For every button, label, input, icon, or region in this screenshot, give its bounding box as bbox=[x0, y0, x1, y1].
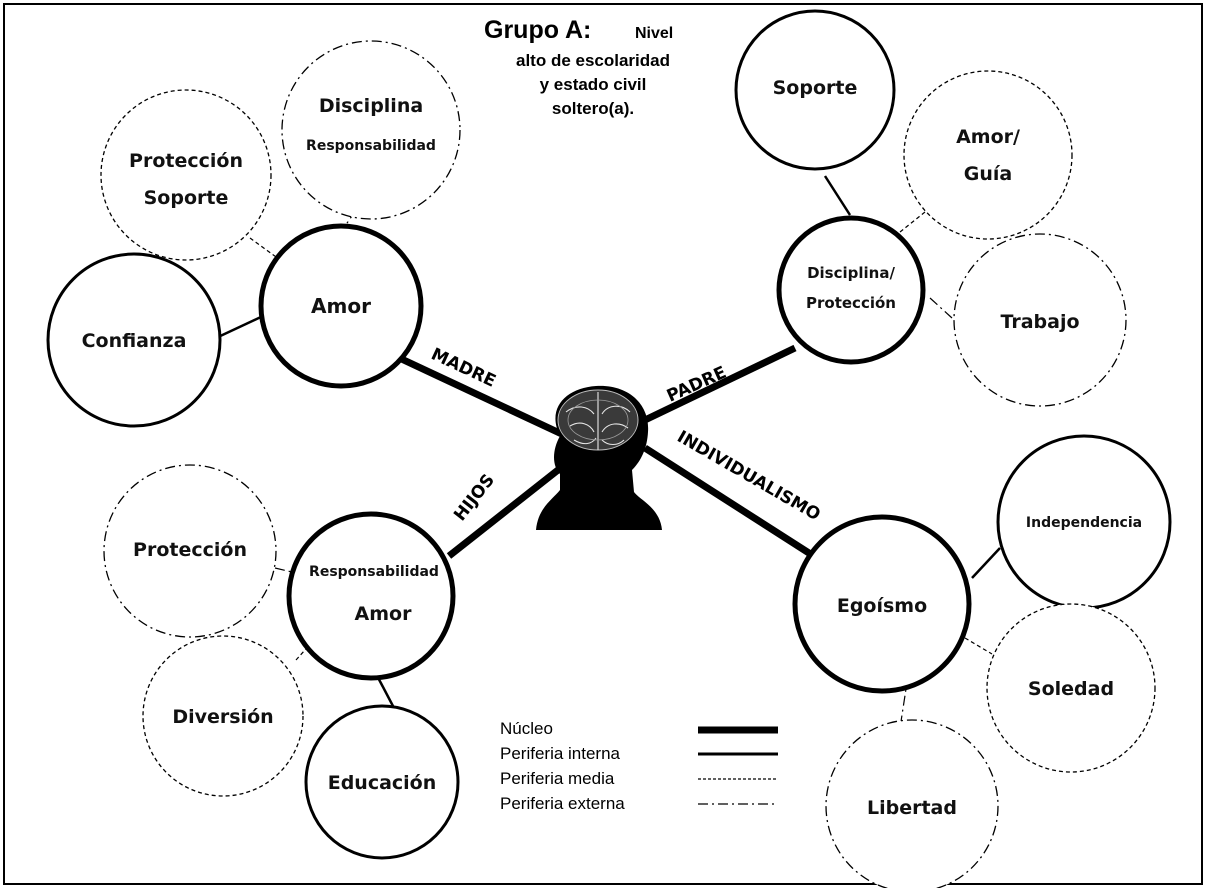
diagram-title: Grupo A: Nivel alto de escolaridad y est… bbox=[484, 16, 673, 118]
svg-text:Libertad: Libertad bbox=[867, 797, 957, 819]
svg-text:Egoísmo: Egoísmo bbox=[837, 595, 927, 617]
edge-madre bbox=[391, 351, 568, 440]
legend-label-media: Periferia media bbox=[500, 769, 615, 788]
svg-text:Soporte: Soporte bbox=[773, 77, 858, 99]
link-egoismo-soledad bbox=[964, 637, 993, 655]
svg-text:Disciplina/: Disciplina/ bbox=[807, 264, 895, 282]
svg-text:Protección: Protección bbox=[806, 294, 896, 312]
svg-text:Guía: Guía bbox=[964, 163, 1012, 185]
svg-text:Soporte: Soporte bbox=[144, 187, 229, 209]
svg-text:Trabajo: Trabajo bbox=[1000, 311, 1079, 333]
edge-padre bbox=[643, 344, 797, 424]
node-ind-independencia: Independencia bbox=[996, 434, 1172, 610]
svg-text:Soledad: Soledad bbox=[1028, 678, 1114, 700]
node-padre-amor: Amor/ Guía bbox=[903, 70, 1073, 240]
edge-individualismo bbox=[643, 445, 825, 565]
svg-text:Confianza: Confianza bbox=[82, 330, 187, 352]
node-madre-amor: Amor bbox=[258, 223, 424, 389]
svg-text:Amor: Amor bbox=[311, 294, 371, 318]
node-madre-confianza: Confianza bbox=[46, 252, 222, 428]
link-padre-trabajo bbox=[929, 297, 953, 319]
edge-hijos bbox=[446, 467, 561, 559]
svg-text:Protección: Protección bbox=[129, 150, 243, 172]
node-padre-soporte: Soporte bbox=[734, 9, 896, 171]
legend-label-nucleo: Núcleo bbox=[500, 719, 553, 738]
node-padre-trabajo: Trabajo bbox=[953, 233, 1127, 407]
svg-text:Amor: Amor bbox=[355, 603, 413, 625]
svg-text:Amor/: Amor/ bbox=[956, 126, 1020, 148]
title-main: Grupo A: bbox=[484, 16, 591, 44]
title-line1-tail: Nivel bbox=[635, 25, 673, 42]
node-hijos-proteccion: Protección bbox=[103, 464, 277, 638]
svg-text:Diversión: Diversión bbox=[172, 706, 273, 728]
node-ind-soledad: Soledad bbox=[986, 603, 1156, 773]
title-line3: y estado civil bbox=[540, 75, 647, 94]
link-amor-confianza bbox=[215, 314, 264, 340]
svg-text:Educación: Educación bbox=[328, 772, 437, 794]
head-brain-icon bbox=[536, 385, 662, 530]
node-ind-egoismo: Egoísmo bbox=[792, 514, 972, 694]
node-ind-libertad: Libertad bbox=[825, 719, 999, 888]
svg-text:Protección: Protección bbox=[133, 539, 247, 561]
link-egoismo-independencia bbox=[971, 547, 1001, 579]
node-padre-core: Disciplina/ Protección bbox=[776, 215, 926, 365]
link-hijos-proteccion bbox=[274, 567, 293, 573]
link-padre-soporte bbox=[823, 175, 852, 216]
legend-label-interna: Periferia interna bbox=[500, 744, 621, 763]
node-madre-proteccion: Protección Soporte bbox=[100, 89, 272, 261]
title-line2: alto de escolaridad bbox=[516, 51, 670, 70]
svg-text:Independencia: Independencia bbox=[1026, 515, 1142, 531]
legend: Núcleo Periferia interna Periferia media… bbox=[500, 719, 778, 813]
svg-text:Disciplina: Disciplina bbox=[319, 95, 423, 117]
node-hijos-core: Responsabilidad Amor bbox=[286, 511, 456, 681]
node-hijos-educacion: Educación bbox=[304, 704, 460, 860]
node-madre-disciplina: Disciplina Responsabilidad bbox=[281, 40, 461, 220]
legend-label-externa: Periferia externa bbox=[500, 794, 625, 813]
svg-text:Responsabilidad: Responsabilidad bbox=[309, 564, 439, 580]
svg-text:Responsabilidad: Responsabilidad bbox=[306, 138, 436, 154]
node-hijos-diversion: Diversión bbox=[142, 635, 304, 797]
title-line4: soltero(a). bbox=[552, 99, 634, 118]
link-padre-amor bbox=[899, 211, 926, 233]
